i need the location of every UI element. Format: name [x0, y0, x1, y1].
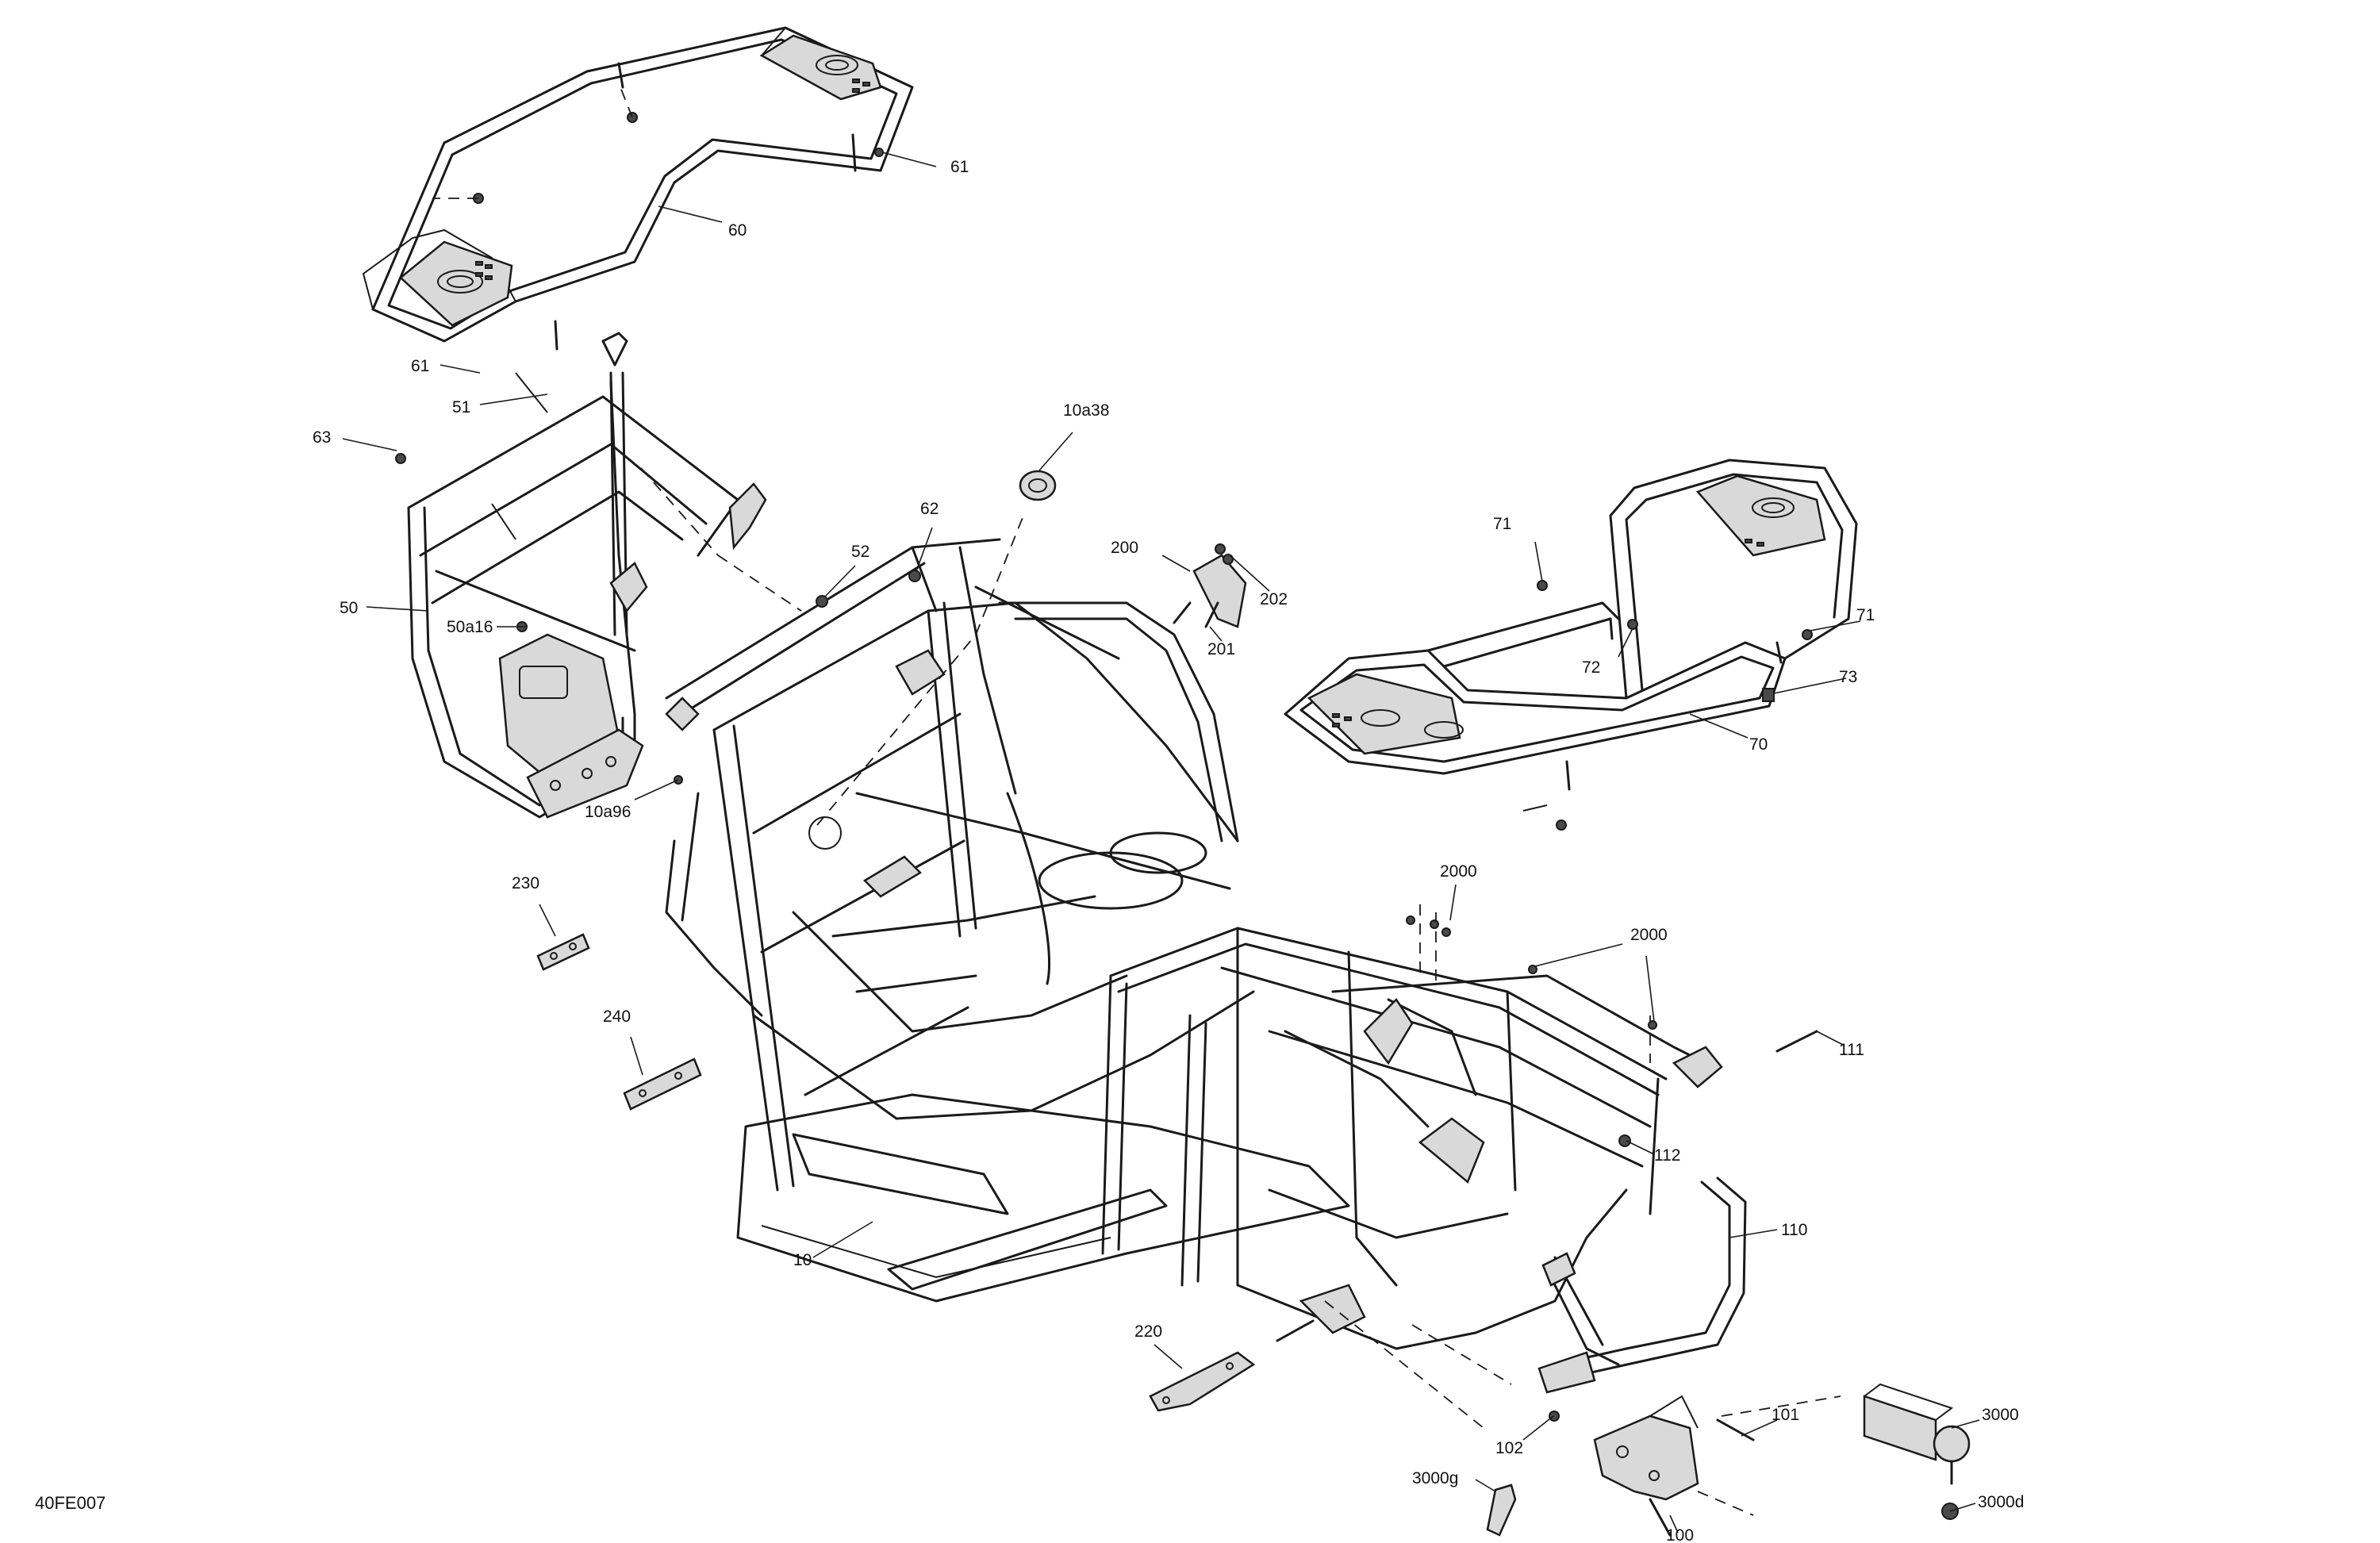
callout-61b: 61	[411, 357, 429, 375]
callout-3000g: 3000g	[1412, 1469, 1458, 1487]
callout-3000: 3000	[1982, 1406, 2019, 1424]
callout-labels: 61 60 61 51 63 50 50a16 10a96 10a38 62 5…	[313, 158, 2024, 1543]
callout-10a96: 10a96	[585, 803, 631, 821]
callout-60: 60	[728, 221, 747, 240]
front-rack	[362, 26, 914, 351]
callout-101: 101	[1772, 1406, 1799, 1424]
callout-70: 70	[1749, 735, 1768, 754]
callout-3000d: 3000d	[1978, 1493, 2024, 1511]
callout-202: 202	[1260, 590, 1288, 608]
callout-52: 52	[851, 543, 869, 561]
callout-200: 200	[1111, 539, 1138, 557]
callout-62: 62	[920, 500, 939, 518]
callout-2000b: 2000	[1630, 926, 1668, 944]
loose-parts	[516, 470, 1818, 1412]
tow-hitch-assembly	[1486, 1176, 1971, 1537]
callout-102: 102	[1495, 1439, 1523, 1457]
callout-2000a: 2000	[1440, 862, 1477, 881]
callout-10: 10	[793, 1251, 812, 1269]
callout-230: 230	[512, 874, 539, 892]
callout-73: 73	[1839, 668, 1857, 686]
callout-71a: 71	[1493, 515, 1511, 533]
callout-201: 201	[1207, 640, 1235, 658]
callout-220: 220	[1134, 1322, 1162, 1341]
leader-lines	[342, 152, 1980, 1533]
callout-111: 111	[1839, 1041, 1864, 1059]
callout-50a16: 50a16	[447, 618, 493, 636]
callout-240: 240	[603, 1008, 631, 1026]
callout-112: 112	[1654, 1146, 1680, 1165]
callout-61a: 61	[950, 158, 969, 176]
callout-50: 50	[340, 599, 358, 617]
callout-72: 72	[1582, 658, 1600, 677]
callout-100: 100	[1666, 1526, 1694, 1543]
rear-rack	[1284, 459, 1858, 831]
front-support-assembly	[395, 332, 802, 819]
figure-code: 40FE007	[35, 1493, 106, 1513]
callout-71b: 71	[1856, 606, 1875, 624]
callout-110: 110	[1781, 1221, 1807, 1239]
callout-10a38: 10a38	[1063, 401, 1109, 420]
callout-63: 63	[313, 428, 331, 447]
callout-51: 51	[452, 398, 470, 416]
main-frame	[665, 515, 1723, 1429]
